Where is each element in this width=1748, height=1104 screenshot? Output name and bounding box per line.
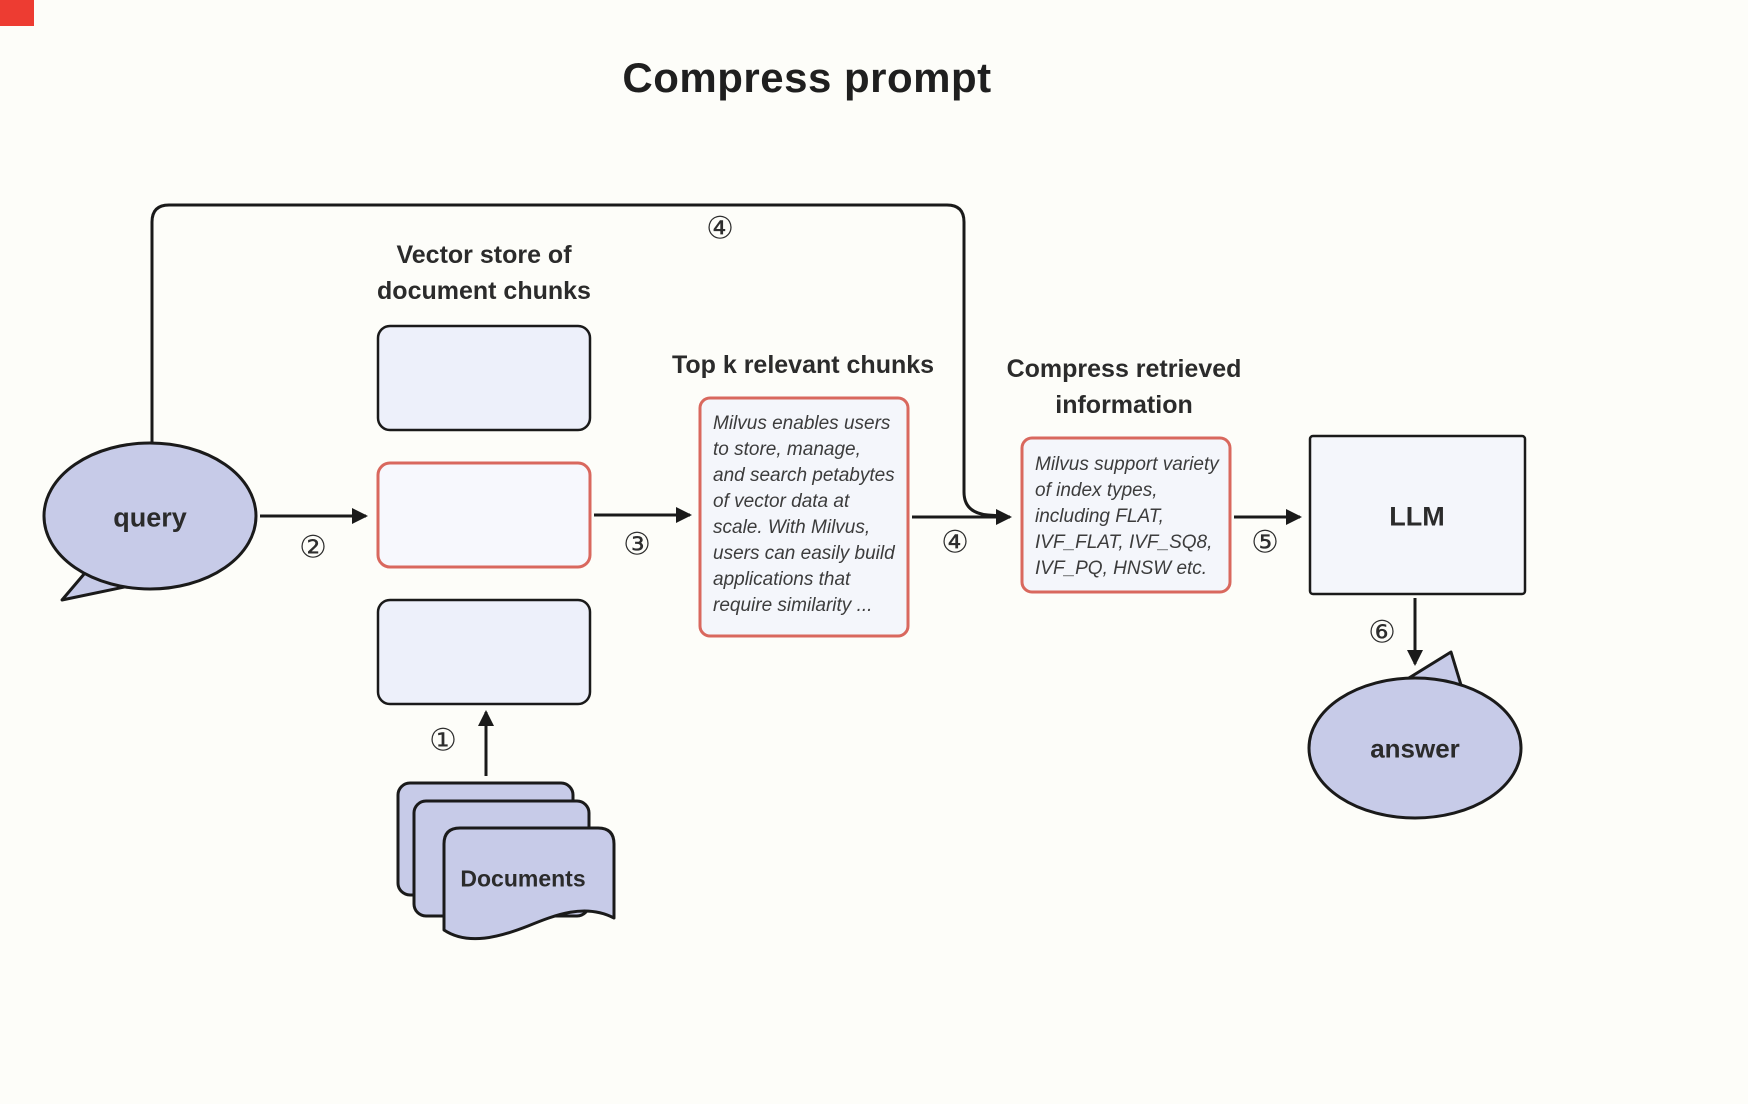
compress-info-text: Milvus support variety of index types, i…: [1035, 454, 1219, 580]
query-label: query: [113, 502, 187, 533]
llm-label: LLM: [1389, 501, 1445, 532]
documents-label: Documents: [460, 865, 586, 892]
query-bubble-shape: [42, 441, 258, 591]
step-2-marker: ②: [299, 529, 327, 566]
answer-bubble-shape: [1307, 676, 1523, 820]
documents-sheet-front: [442, 826, 616, 941]
topk-label: Top k relevant chunks: [671, 351, 935, 379]
answer-label: answer: [1370, 733, 1460, 764]
step-3-marker: ③: [623, 526, 651, 563]
step-6-marker: ⑥: [1368, 614, 1396, 651]
compress-label: Compress retrieved information: [1006, 355, 1242, 419]
vector-store-chunk-top: [376, 324, 592, 432]
corner-red-mark: [0, 0, 34, 26]
step-5-marker: ⑤: [1251, 524, 1279, 561]
vector-store-chunk-bottom: [376, 598, 592, 706]
feedback-line-query-to-compress: [150, 203, 1004, 518]
step-4-marker: ④: [941, 524, 969, 561]
llm-box: [1308, 434, 1527, 596]
topk-chunk-box: [698, 396, 910, 638]
step-1-marker: ①: [429, 722, 457, 759]
vector-store-label: Vector store of document chunks: [377, 241, 591, 305]
topk-chunk-text: Milvus enables users to store, manage, a…: [713, 413, 895, 617]
step-4-top-marker: ④: [706, 210, 734, 247]
diagram-title: Compress prompt: [622, 54, 992, 101]
vector-store-chunk-selected: [376, 461, 592, 569]
compress-info-box: [1020, 436, 1232, 594]
